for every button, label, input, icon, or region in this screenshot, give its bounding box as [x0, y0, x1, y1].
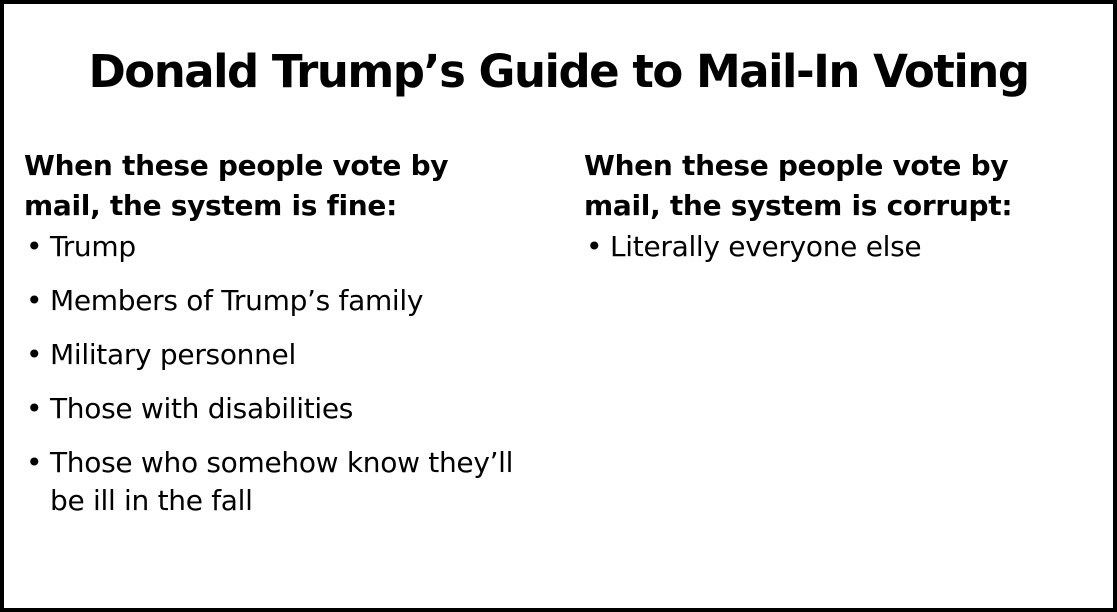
list-item-text: Military personnel — [50, 338, 296, 371]
bullet-icon: • — [26, 284, 43, 317]
list-item: • Those who somehow know they’ll be ill … — [24, 444, 514, 520]
slide-title: Donald Trump’s Guide to Mail-In Voting — [88, 45, 1030, 98]
list-item-text: Those with disabilities — [50, 392, 354, 425]
bullet-icon: • — [26, 392, 43, 425]
bullet-icon: • — [586, 230, 603, 263]
list-item-text: Members of Trump’s family — [50, 284, 424, 317]
right-column: When these people vote by mail, the syst… — [584, 146, 1074, 282]
left-bullet-list: • Trump • Members of Trump’s family • Mi… — [24, 228, 514, 520]
right-bullet-list: • Literally everyone else — [584, 228, 1074, 266]
right-column-heading: When these people vote by mail, the syst… — [584, 149, 1013, 222]
left-column-heading: When these people vote by mail, the syst… — [24, 149, 449, 222]
list-item-text: Literally everyone else — [610, 230, 922, 263]
list-item: • Members of Trump’s family — [24, 282, 514, 320]
bullet-icon: • — [26, 446, 43, 479]
left-column: When these people vote by mail, the syst… — [24, 146, 514, 536]
list-item-text: Trump — [50, 230, 136, 263]
list-item: • Those with disabilities — [24, 390, 514, 428]
list-item: • Military personnel — [24, 336, 514, 374]
list-item: • Trump — [24, 228, 514, 266]
list-item-text: Those who somehow know they’ll be ill in… — [50, 446, 514, 517]
bullet-icon: • — [26, 230, 43, 263]
list-item: • Literally everyone else — [584, 228, 1074, 266]
bullet-icon: • — [26, 338, 43, 371]
